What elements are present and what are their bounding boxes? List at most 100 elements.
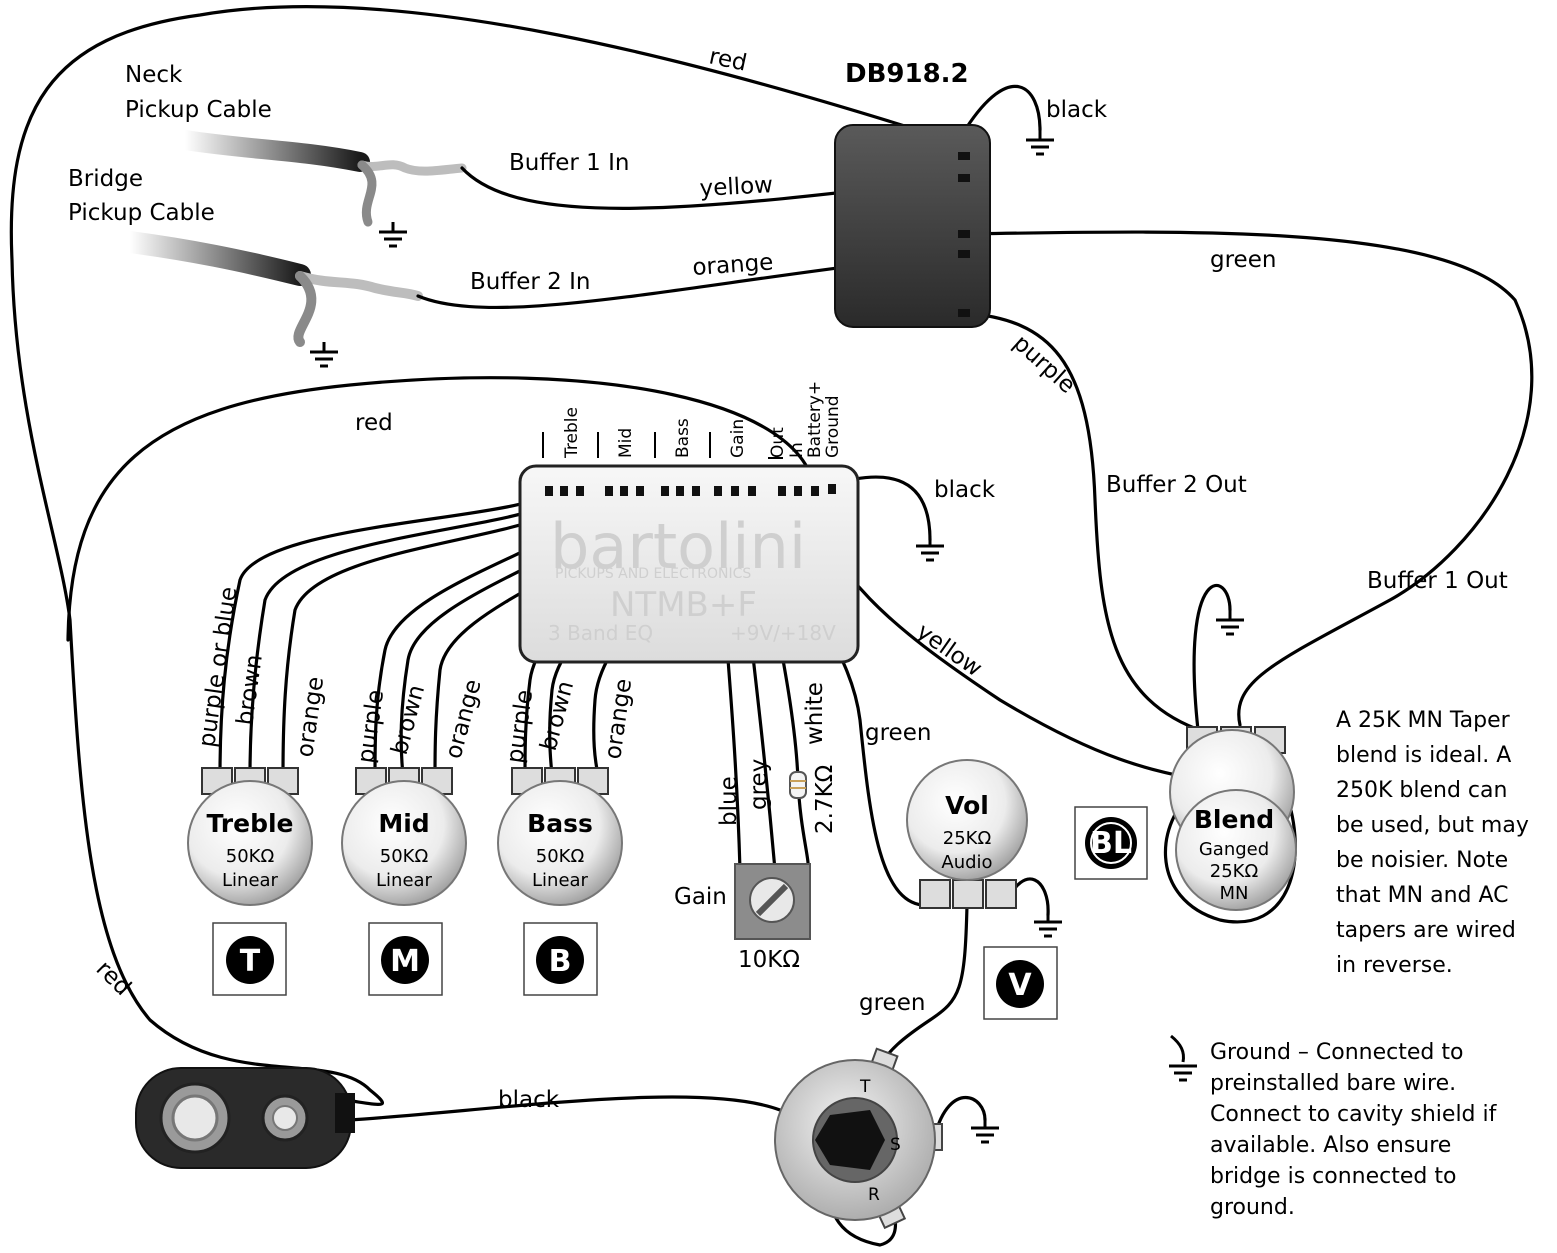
resistor-value: 2.7KΩ	[812, 765, 838, 834]
pot-value: 25KΩ	[943, 828, 992, 849]
battery-clip	[135, 1067, 355, 1169]
vol-badge: V	[983, 946, 1058, 1020]
badge-letter: T	[240, 944, 261, 979]
buffer2-in-label: Buffer 2 In	[470, 269, 590, 295]
wire-buffer1-out	[963, 230, 1534, 727]
preamp-terminal-labels: Treble Mid Bass Gain Out In Battery+ Gro…	[562, 381, 843, 459]
pot-taper: Linear	[376, 870, 433, 891]
treble-pot: Treble 50KΩ Linear	[187, 767, 313, 906]
neck-cable-label-2: Pickup Cable	[125, 97, 272, 123]
wire-label-black-db: black	[1046, 97, 1108, 123]
pot-taper: Linear	[532, 870, 589, 891]
note-line: tapers are wired	[1336, 918, 1516, 943]
resistor-icon	[789, 771, 807, 799]
preamp-watermark-left: 3 Band EQ	[548, 621, 653, 645]
terminal-label-bass: Bass	[673, 418, 693, 458]
wire-label-treble-2: brown	[232, 653, 268, 727]
pot-name: Treble	[206, 809, 293, 838]
pot-taper: Audio	[941, 852, 992, 873]
ground-icon	[310, 342, 338, 368]
preamp-watermark-right: +9V/+18V	[730, 621, 836, 645]
gain-value: 10KΩ	[738, 947, 800, 973]
note-line: in reverse.	[1336, 953, 1453, 978]
pot-name: Mid	[378, 809, 429, 838]
badge-letter: M	[390, 944, 420, 979]
pot-name: Vol	[945, 791, 989, 820]
badge-letter: BL	[1090, 826, 1132, 861]
db918-buffer-module	[834, 124, 991, 328]
output-jack: T S R	[774, 1047, 943, 1230]
wire-label-bass-3: orange	[600, 677, 637, 761]
wire-label-bass-1: purple	[502, 688, 538, 765]
neck-pickup-cable	[175, 130, 467, 227]
bass-badge: B	[523, 922, 598, 996]
wire-label-black-battery: black	[498, 1087, 560, 1113]
mid-pot: Mid 50KΩ Linear	[341, 767, 467, 906]
ground-icon	[1034, 912, 1062, 938]
terminal-label-out: Out	[768, 427, 788, 458]
terminal-label-gain: Gain	[728, 419, 748, 458]
wire-label-yellow-preamp: yellow	[912, 619, 987, 682]
wire-label-red-mid: red	[355, 410, 393, 436]
wire-label-gain-1: blue	[716, 776, 742, 826]
ground-icon	[916, 536, 944, 562]
wire-label-gain-3: white	[802, 682, 828, 745]
blend-pot: Blend Ganged 25KΩ MN	[1169, 726, 1297, 911]
buffer1-out-label: Buffer 1 Out	[1367, 568, 1508, 594]
terminal-label-treble: Treble	[562, 407, 582, 459]
ground-icon	[971, 1118, 999, 1144]
jack-tip-label: T	[859, 1077, 871, 1097]
note-line: blend is ideal. A	[1336, 743, 1512, 768]
legend-line: ground.	[1210, 1195, 1295, 1220]
pot-taper: Linear	[222, 870, 279, 891]
wire-label-treble-3: orange	[292, 675, 329, 759]
pot-name: Bass	[527, 809, 593, 838]
legend-line: available. Also ensure	[1210, 1133, 1452, 1158]
wire-buffer2-out	[963, 311, 1207, 734]
pot-value: 50KΩ	[536, 846, 585, 867]
buffer2-out-label: Buffer 2 Out	[1106, 472, 1247, 498]
bridge-cable-label-1: Bridge	[68, 166, 143, 192]
wire-label-green-preamp: green	[865, 720, 931, 746]
mid-badge: M	[368, 922, 443, 996]
blend-note: A 25K MN Taper blend is ideal. A 250K bl…	[1336, 703, 1551, 983]
treble-badge: T	[212, 922, 287, 996]
legend-ground-icon	[1169, 1034, 1197, 1082]
pot-taper: MN	[1220, 883, 1249, 904]
legend-line: Connect to cavity shield if	[1210, 1102, 1497, 1127]
legend-line: bridge is connected to	[1210, 1164, 1457, 1189]
ground-icon	[1026, 130, 1054, 156]
pot-value: 50KΩ	[226, 846, 275, 867]
terminal-label-battery: Battery+	[805, 381, 825, 458]
wire-label-gain-2: grey	[746, 759, 772, 810]
bass-pot: Bass 50KΩ Linear	[497, 767, 623, 906]
wire-label-green-db: green	[1210, 247, 1276, 273]
wire-red-mid	[66, 376, 817, 642]
ground-legend: Ground – Connected to preinstalled bare …	[1210, 1037, 1530, 1223]
note-line: A 25K MN Taper	[1336, 708, 1510, 733]
terminal-label-in: In	[787, 442, 807, 458]
note-line: be noisier. Note	[1336, 848, 1509, 873]
wire-label-mid-2: brown	[387, 682, 430, 757]
preamp-watermark-model: NTMB+F	[610, 585, 757, 625]
ground-icon	[379, 222, 407, 248]
wire-label-yellow-db: yellow	[699, 172, 774, 202]
wire-green-jack	[878, 903, 969, 1067]
wire-label-bass-2: brown	[536, 678, 579, 753]
ground-symbols	[310, 130, 1244, 1144]
preamp-watermark-brand: bartolini	[550, 510, 806, 583]
wire-label-mid-1: purple	[353, 688, 389, 765]
note-line: be used, but may	[1336, 813, 1529, 838]
pot-line2: Ganged	[1199, 839, 1269, 860]
volume-pot: Vol 25KΩ Audio	[906, 759, 1028, 909]
terminal-label-mid: Mid	[616, 428, 636, 458]
wire-red-top	[9, 4, 967, 1106]
gain-label: Gain	[674, 884, 727, 910]
note-line: that MN and AC	[1336, 883, 1509, 908]
pot-name: Blend	[1194, 805, 1274, 834]
wires	[9, 4, 1534, 1247]
wire-blend-ground	[1192, 583, 1232, 732]
wire-label-green-jack: green	[859, 990, 925, 1016]
gain-trim-pot	[734, 863, 811, 940]
